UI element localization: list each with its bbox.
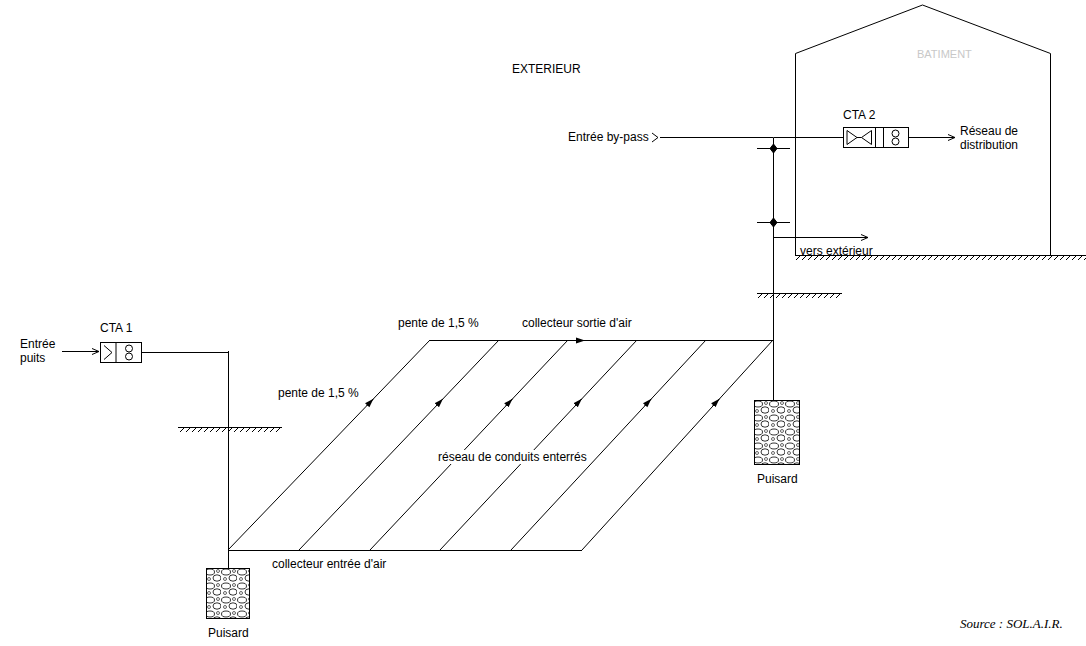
unit-label: CTA 1 — [100, 321, 132, 335]
air-handling-unit: CTA 1 — [100, 321, 142, 363]
inlet-label: Entrée by-pass — [568, 130, 649, 144]
network-label: réseau de conduits enterrés — [436, 450, 589, 464]
slope-label: pente de 1,5 % — [396, 316, 481, 330]
sump: Puisard — [753, 400, 801, 486]
collector-label: collecteur entrée d'air — [270, 557, 388, 571]
collector-label: collecteur sortie d'air — [520, 316, 634, 330]
inlet-label: Entrée puits — [20, 337, 60, 365]
building-label: BATIMENT — [917, 47, 972, 61]
sump: Puisard — [205, 568, 251, 640]
node-shape — [795, 53, 1051, 255]
zone-label: EXTERIEUR — [512, 62, 581, 76]
outlet-label: Réseau de distribution — [960, 124, 1040, 152]
sump-label: Puisard — [208, 626, 249, 640]
sump-label: Puisard — [757, 472, 798, 486]
building: BATIMENTCTA 2 — [795, 53, 1051, 255]
pipe-connector — [142, 353, 229, 569]
unit-label: CTA 2 — [843, 108, 875, 122]
pipe-connector — [774, 138, 844, 401]
air-handling-unit: CTA 2 — [843, 108, 909, 148]
slope-label: pente de 1,5 % — [276, 386, 361, 400]
source-note: Source : SOL.A.I.R. — [960, 617, 1063, 631]
outlet-label: vers extérieur — [800, 244, 873, 258]
